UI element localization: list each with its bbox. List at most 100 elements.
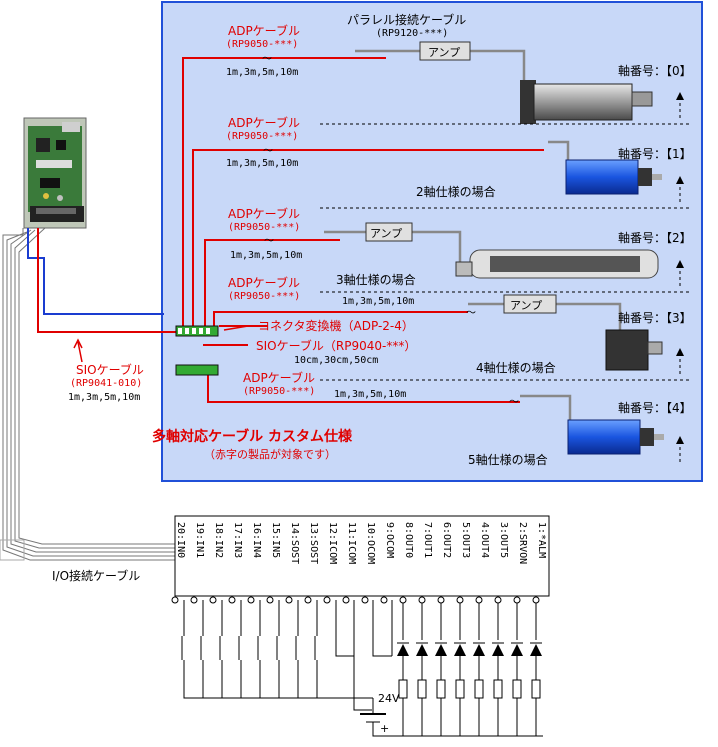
adp-code-1: (RP9050-***) (226, 131, 298, 142)
svg-text:～: ～ (466, 308, 476, 319)
adp-cable-lines (182, 57, 544, 403)
connector-leader (223, 325, 249, 331)
axis-arrows (676, 92, 684, 444)
parallel-cable-code: (RP9120-***) (376, 28, 448, 39)
diode-icon (492, 644, 504, 656)
adp-label-1: ADPケーブル (228, 115, 300, 130)
sio-short-lengths: 10cm,30cm,50cm (294, 355, 378, 366)
io-terminal-pin (418, 596, 426, 604)
axis-label-2: 軸番号：【2】 (618, 231, 692, 245)
io-switches (181, 636, 316, 660)
io-terminal-label: 8:OUT0 (403, 522, 414, 558)
adp-lengths-0: 1m,3m,5m,10m (226, 67, 298, 78)
axis-label-1: 軸番号：【1】 (618, 147, 692, 161)
plus-label: + (380, 722, 389, 735)
diode-icon (473, 644, 485, 656)
actuator-axis-2 (455, 249, 659, 279)
cut-marks: ～ ～ ～ ～ ～ (262, 54, 519, 408)
io-terminal-label: 13:SOST (308, 522, 319, 564)
io-terminal-label: 18:IN2 (213, 522, 224, 558)
resistor-icon (512, 679, 522, 699)
resistor-icon (474, 679, 484, 699)
sio-main-label: SIOケーブル (76, 362, 144, 377)
svg-text:～: ～ (264, 236, 274, 247)
case-separators (320, 100, 690, 462)
io-terminal-pin (228, 596, 236, 604)
axis-label-4: 軸番号：【4】 (618, 401, 692, 415)
amp-box-3 (503, 294, 557, 314)
diode-icon (416, 644, 428, 656)
diode-icon (397, 644, 409, 656)
adp-code-4: (RP9050-***) (243, 386, 315, 397)
amp-box-0 (419, 41, 471, 61)
io-terminal-pin (266, 596, 274, 604)
amp-label-3: アンプ (510, 299, 542, 312)
svg-text:～: ～ (263, 146, 273, 157)
adp-code-3: (RP9050-***) (228, 291, 300, 302)
sio-leader (73, 338, 83, 363)
diode-icon (435, 644, 447, 656)
io-terminal-label: 10:OCOM (365, 522, 376, 564)
sio-main-lengths: 1m,3m,5m,10m (68, 392, 140, 403)
adp-lengths-3: 1m,3m,5m,10m (342, 296, 414, 307)
connector-converter (175, 325, 219, 376)
io-terminal-label: 11:ICOM (346, 522, 357, 564)
io-wiring (183, 600, 543, 737)
amp-label-2: アンプ (370, 227, 402, 240)
axis-label-3: 軸番号：【3】 (618, 311, 692, 325)
io-terminal-label: 17:IN3 (232, 522, 243, 558)
case-3-axis: 3軸仕様の場合 (336, 272, 416, 287)
resistor-icon (398, 679, 408, 699)
diode-icon (511, 644, 523, 656)
resistor-icon (436, 679, 446, 699)
motor-axis-1 (565, 159, 662, 195)
io-terminal-pin (323, 596, 331, 604)
motor-axis-3 (605, 329, 663, 371)
adp-code-0: (RP9050-***) (226, 39, 298, 50)
io-cable-label: I/O接続ケーブル (52, 568, 140, 583)
motor-axis-0 (520, 80, 653, 124)
io-terminal-pin (494, 596, 502, 604)
sio-main-code: (RP9041-010) (70, 378, 142, 389)
io-terminal-label: 9:OCOM (384, 522, 395, 558)
svg-text:～: ～ (509, 397, 519, 408)
adp-code-2: (RP9050-***) (228, 222, 300, 233)
axis-label-0: 軸番号：【0】 (618, 64, 692, 78)
io-terminal-label: 1:*ALM (536, 522, 547, 558)
io-terminal-block (174, 515, 550, 597)
amp-box-2 (365, 222, 413, 242)
io-terminal-label: 19:IN1 (194, 522, 205, 558)
io-terminal-pin (399, 596, 407, 604)
blue-cable (27, 228, 164, 315)
resistor-icon (417, 679, 427, 699)
voltage-label: 24V (378, 692, 400, 705)
io-terminal-pin (437, 596, 445, 604)
amp-label-0: アンプ (428, 46, 460, 59)
io-terminal-label: 6:OUT2 (441, 522, 452, 558)
svg-text:～: ～ (262, 54, 272, 65)
io-terminal-label: 7:OUT1 (422, 522, 433, 558)
adp-lengths-1: 1m,3m,5m,10m (226, 158, 298, 169)
controller-board (23, 117, 87, 229)
sio-short-label: SIOケーブル（RP9040-***） (256, 338, 416, 353)
resistor-icon (493, 679, 503, 699)
panel-subtitle: （赤字の製品が対象です） (204, 447, 336, 461)
adp-label-4: ADPケーブル (243, 370, 315, 385)
io-terminal-pin (304, 596, 312, 604)
io-terminal-pin (171, 596, 179, 604)
output-loads (397, 603, 542, 736)
io-terminal-pin (190, 596, 198, 604)
io-terminal-pin (380, 596, 388, 604)
io-terminal-label: 4:OUT4 (479, 522, 490, 558)
io-terminals: 1:*ALM2:SRVON3:OUT54:OUT45:OUT36:OUT27:O… (171, 522, 547, 604)
adp-label-2: ADPケーブル (228, 206, 300, 221)
io-terminal-label: 5:OUT3 (460, 522, 471, 558)
parallel-cable-label: パラレル接続ケーブル (347, 12, 466, 27)
io-terminal-pin (456, 596, 464, 604)
case-5-axis: 5軸仕様の場合 (468, 452, 548, 467)
io-terminal-label: 3:OUT5 (498, 522, 509, 558)
motor-axis-4 (567, 419, 664, 455)
io-terminal-label: 20:IN0 (175, 522, 186, 558)
io-terminal-pin (285, 596, 293, 604)
io-terminal-pin (342, 596, 350, 604)
